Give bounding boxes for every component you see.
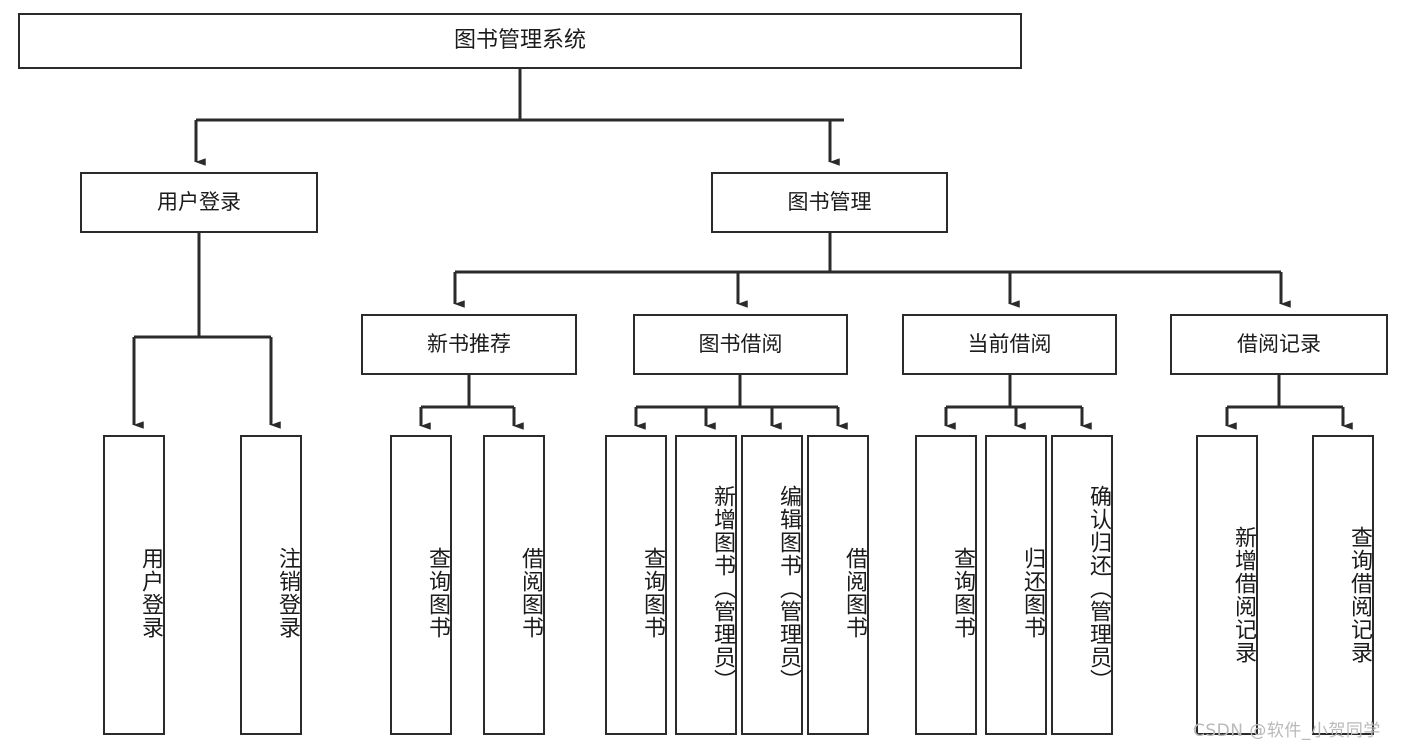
node-root[interactable]: 图书管理系统 bbox=[18, 13, 1022, 69]
node-book-borrow-label: 图书借阅 bbox=[698, 332, 783, 357]
node-leaf-add-record-label: 新增借阅记录 bbox=[1231, 526, 1256, 664]
csdn-watermark: CSDN @软件_小贺同学 bbox=[1193, 721, 1381, 741]
node-leaf-borrow-book-2[interactable]: 借阅图书 bbox=[807, 435, 869, 735]
node-leaf-confirm-return[interactable]: 确认归还（管理员） bbox=[1051, 435, 1113, 735]
node-leaf-confirm-return-label: 确认归还（管理员） bbox=[1086, 484, 1111, 692]
node-leaf-query-record[interactable]: 查询借阅记录 bbox=[1312, 435, 1374, 735]
node-new-book-recommend-label: 新书推荐 bbox=[427, 332, 511, 357]
node-user-login-label: 用户登录 bbox=[157, 190, 241, 215]
node-leaf-query-book-3[interactable]: 查询图书 bbox=[915, 435, 977, 735]
node-leaf-borrow-book-1[interactable]: 借阅图书 bbox=[483, 435, 545, 735]
node-user-login[interactable]: 用户登录 bbox=[80, 172, 318, 233]
node-new-book-recommend[interactable]: 新书推荐 bbox=[361, 314, 577, 375]
node-leaf-query-book-1[interactable]: 查询图书 bbox=[390, 435, 452, 735]
node-leaf-add-book-label: 新增图书（管理员） bbox=[710, 484, 735, 692]
node-book-management[interactable]: 图书管理 bbox=[711, 172, 948, 233]
node-current-borrow-label: 当前借阅 bbox=[967, 332, 1052, 357]
node-root-label: 图书管理系统 bbox=[453, 28, 586, 54]
node-leaf-return-book-label: 归还图书 bbox=[1020, 547, 1045, 639]
node-leaf-edit-book[interactable]: 编辑图书（管理员） bbox=[741, 435, 803, 735]
node-leaf-query-book-3-label: 查询图书 bbox=[950, 547, 975, 639]
node-book-borrow[interactable]: 图书借阅 bbox=[633, 314, 848, 375]
node-leaf-borrow-book-2-label: 借阅图书 bbox=[842, 547, 867, 639]
node-leaf-add-book[interactable]: 新增图书（管理员） bbox=[675, 435, 737, 735]
node-borrow-record[interactable]: 借阅记录 bbox=[1170, 314, 1388, 375]
node-current-borrow[interactable]: 当前借阅 bbox=[902, 314, 1117, 375]
node-leaf-edit-book-label: 编辑图书（管理员） bbox=[776, 484, 801, 692]
node-leaf-user-login-label: 用户登录 bbox=[138, 547, 163, 639]
node-leaf-add-record[interactable]: 新增借阅记录 bbox=[1196, 435, 1258, 735]
node-leaf-query-book-2[interactable]: 查询图书 bbox=[605, 435, 667, 735]
node-leaf-query-book-1-label: 查询图书 bbox=[425, 547, 450, 639]
node-leaf-user-login[interactable]: 用户登录 bbox=[103, 435, 165, 735]
node-leaf-query-book-2-label: 查询图书 bbox=[640, 547, 665, 639]
node-leaf-return-book[interactable]: 归还图书 bbox=[985, 435, 1047, 735]
node-leaf-logout-label: 注销登录 bbox=[275, 547, 300, 639]
node-leaf-borrow-book-1-label: 借阅图书 bbox=[518, 547, 543, 639]
node-leaf-query-record-label: 查询借阅记录 bbox=[1347, 526, 1372, 664]
node-leaf-logout[interactable]: 注销登录 bbox=[240, 435, 302, 735]
node-borrow-record-label: 借阅记录 bbox=[1237, 332, 1321, 357]
node-book-management-label: 图书管理 bbox=[787, 190, 872, 215]
